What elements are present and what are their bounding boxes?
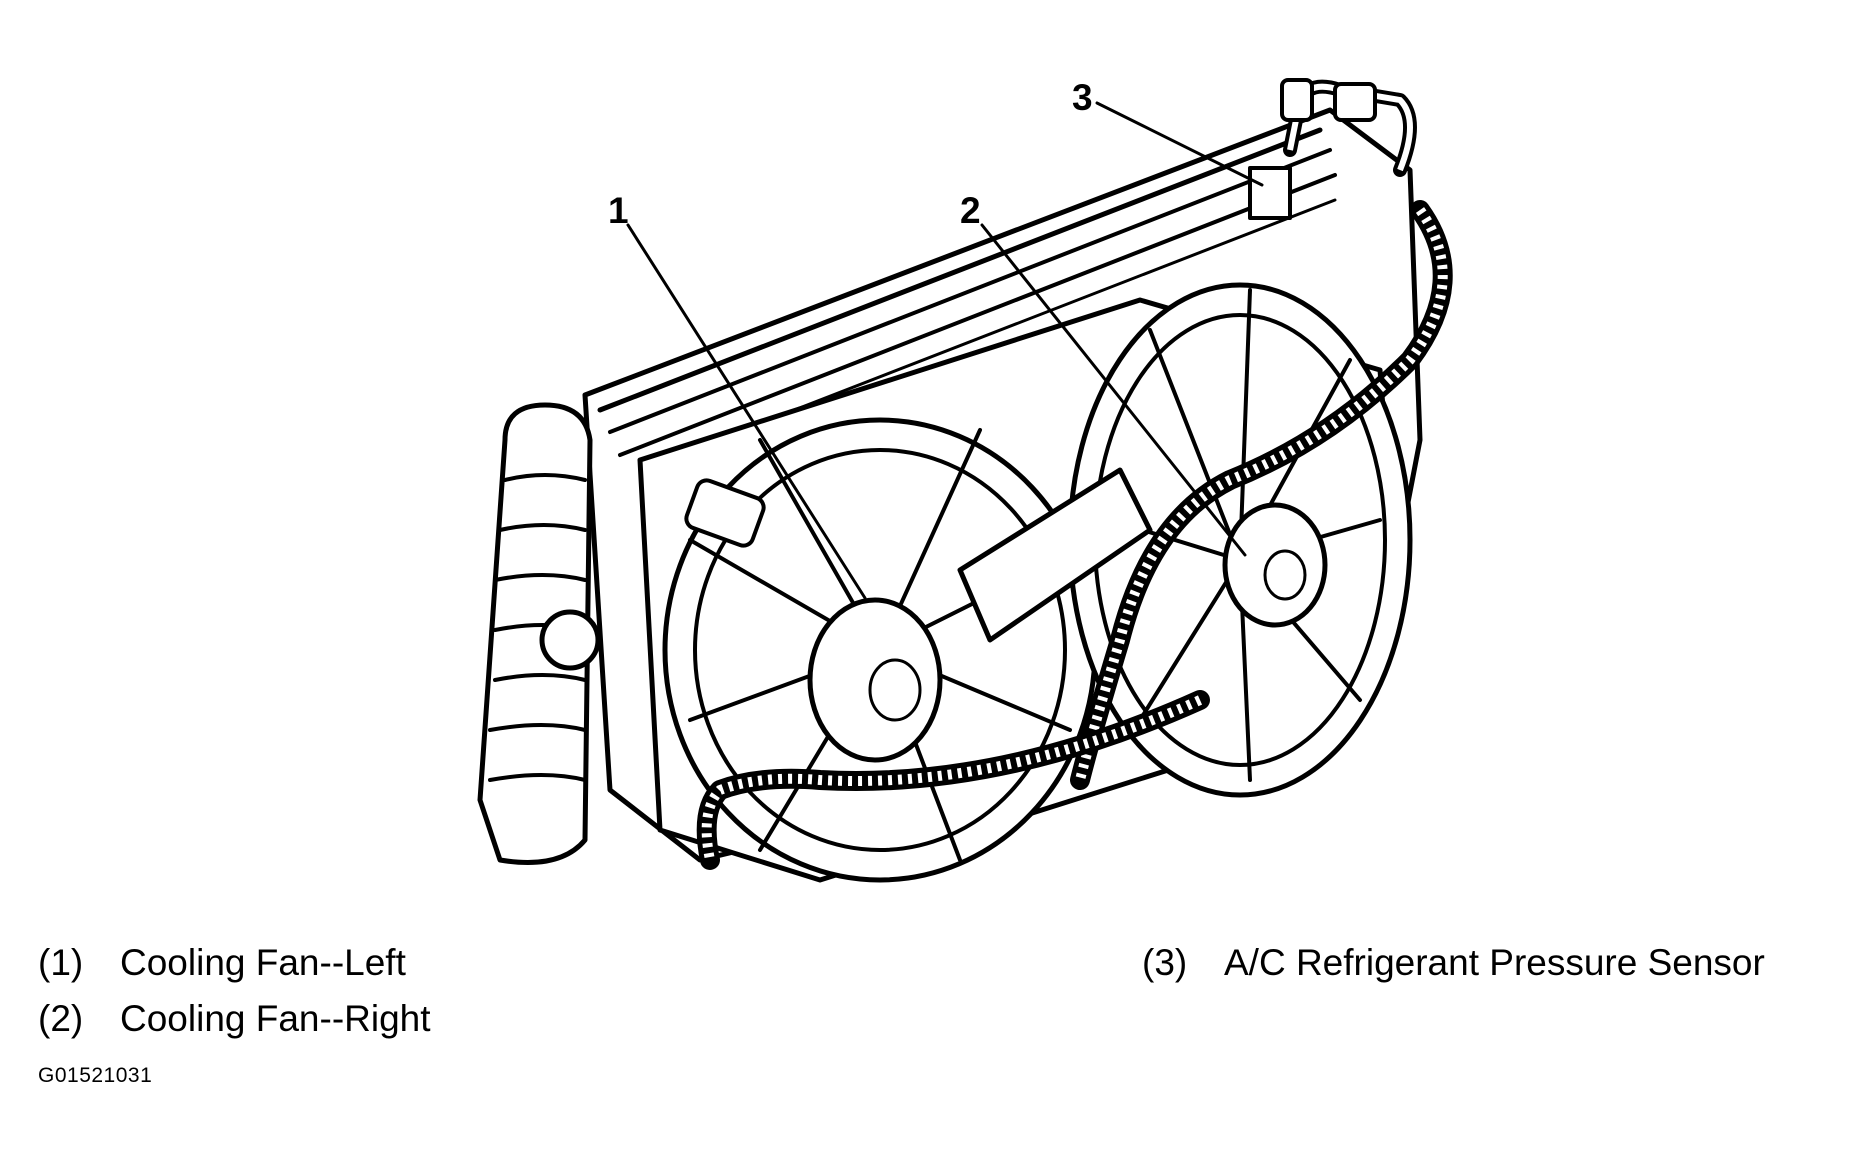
legend-label: A/C Refrigerant Pressure Sensor (1224, 942, 1765, 983)
fan-motor-left (807, 597, 943, 763)
leader-line-3 (1095, 101, 1264, 187)
legend-item-3: (3) A/C Refrigerant Pressure Sensor (1142, 944, 1765, 981)
legend-number: (1) (38, 942, 84, 983)
radiator-side-tank (477, 402, 601, 865)
legend-number: (2) (38, 998, 84, 1039)
legend-number: (3) (1142, 942, 1188, 983)
leader-line-1 (626, 223, 867, 600)
callout-3: 3 (1072, 77, 1093, 118)
wiring-harness (696, 200, 1453, 870)
callout-1: 1 (608, 190, 629, 231)
legend-item-2: (2) Cooling Fan--Right (38, 1000, 431, 1037)
legend-item-1: (1) Cooling Fan--Left (38, 944, 406, 981)
figure-id: G01521031 (38, 1064, 153, 1087)
ac-pressure-sensor (1248, 166, 1292, 220)
ac-line (1248, 78, 1417, 220)
legend-label: Cooling Fan--Left (120, 942, 406, 983)
callout-2: 2 (960, 190, 981, 231)
center-brace (957, 467, 1153, 643)
fan-motor-right (1222, 502, 1328, 628)
fan-connector-left (684, 478, 766, 548)
legend-label: Cooling Fan--Right (120, 998, 431, 1039)
leader-line-2 (980, 223, 1247, 557)
